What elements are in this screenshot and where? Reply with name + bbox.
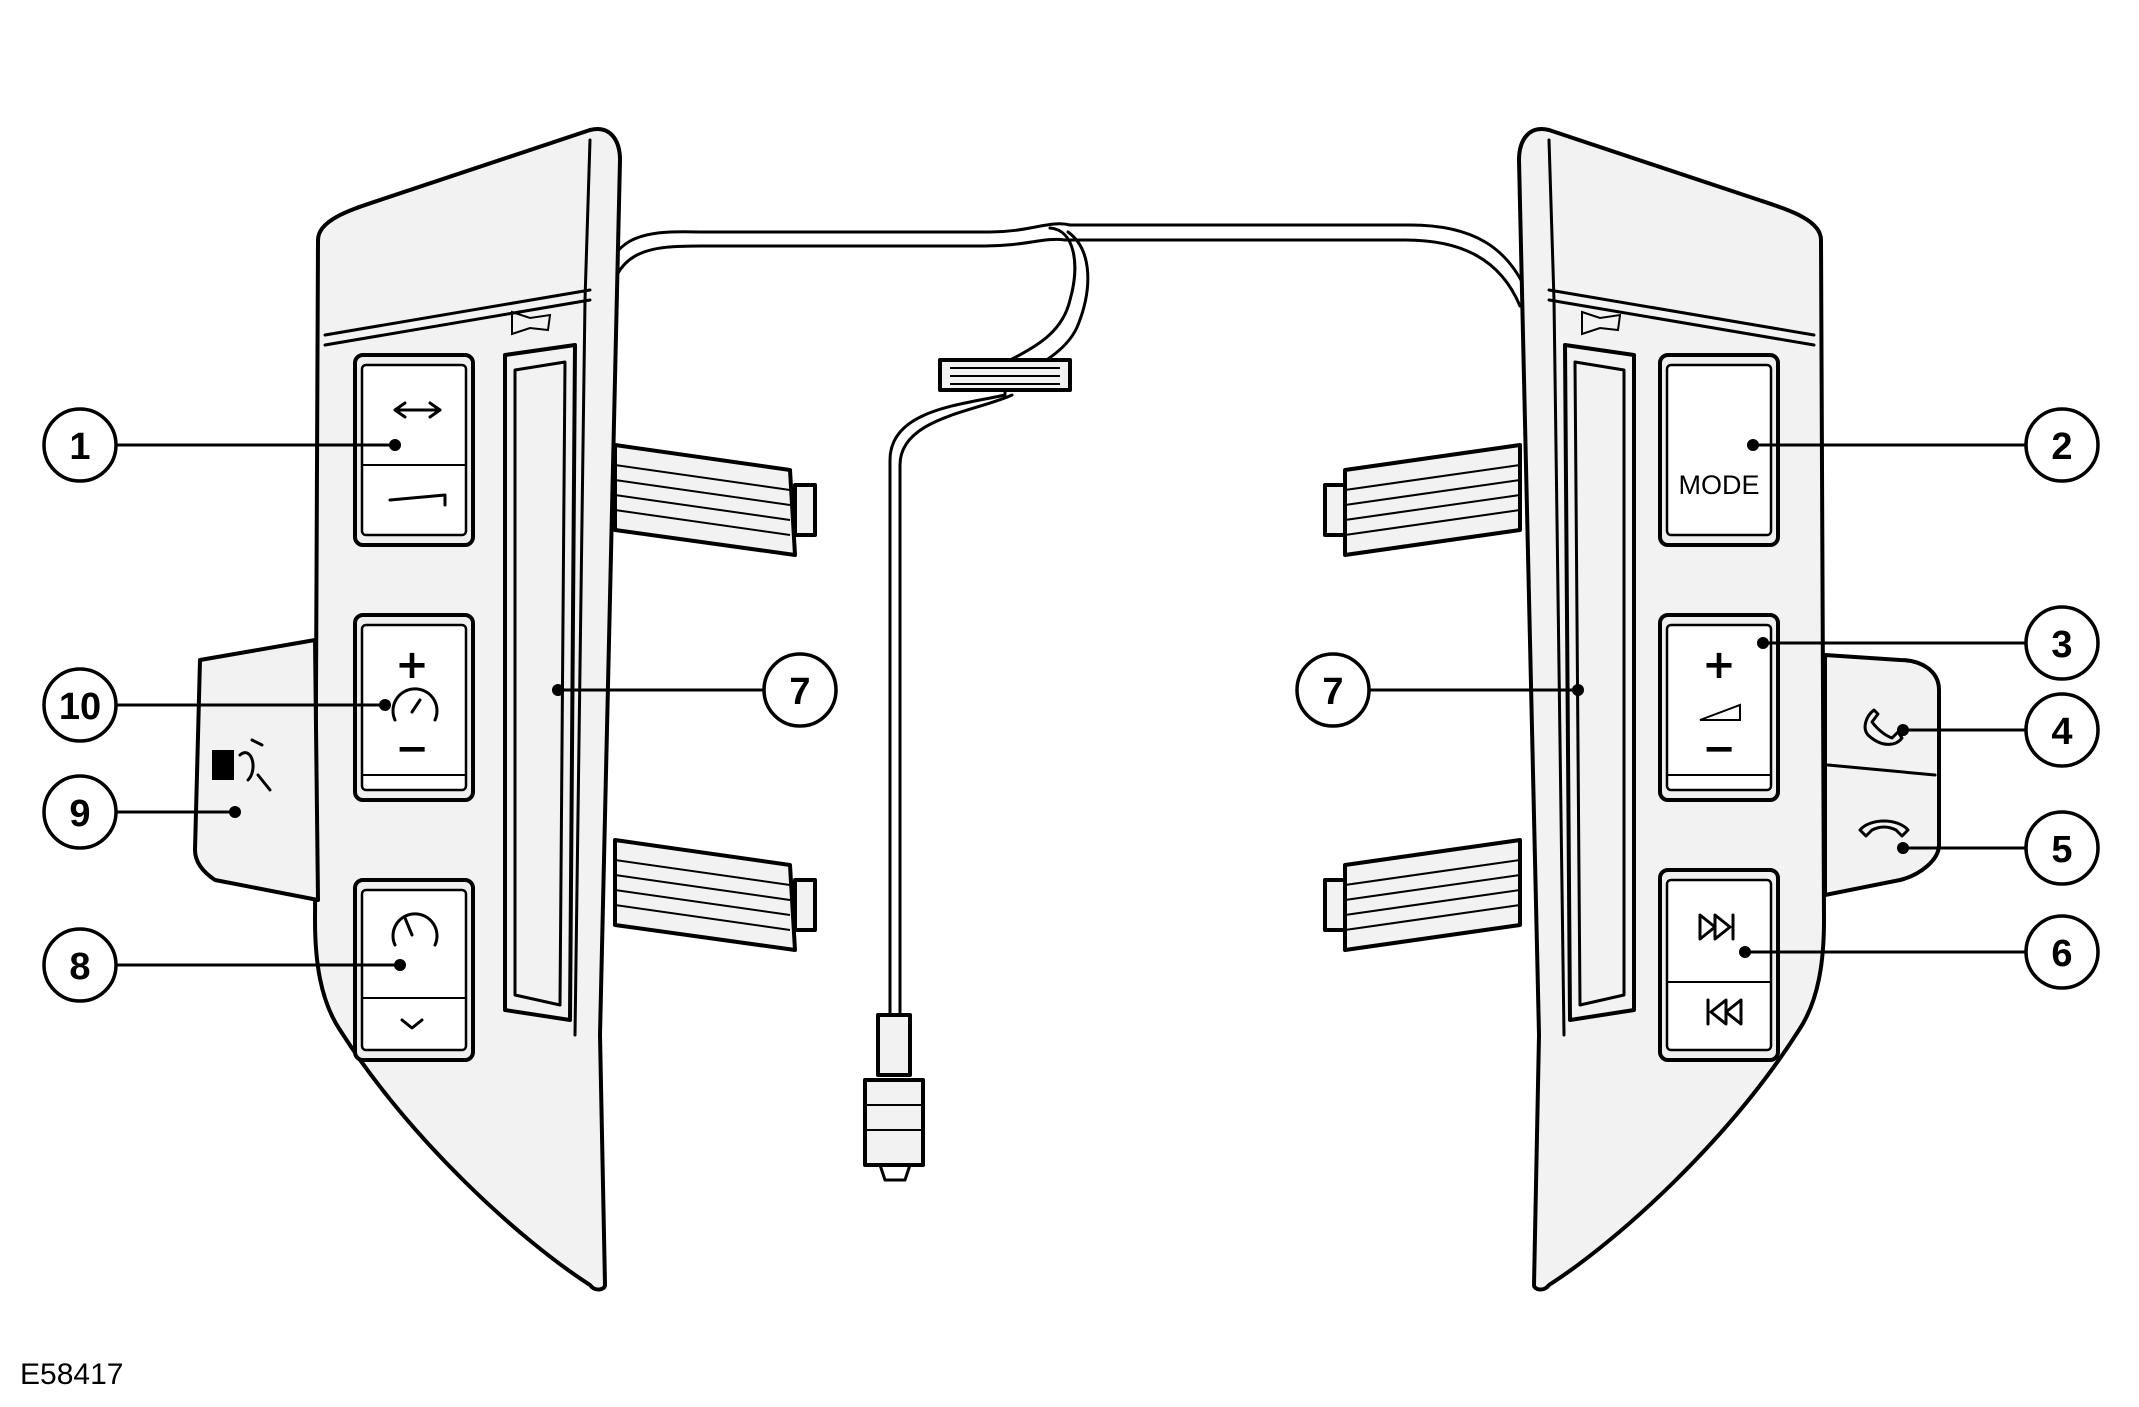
callout-5: 5	[1897, 810, 2100, 886]
left-horn-icon	[511, 310, 552, 336]
ground-lead-terminal	[876, 1013, 912, 1077]
right-button-volume[interactable]: + −	[1658, 613, 1780, 802]
left-grip-rail	[503, 343, 577, 1022]
svg-text:7: 7	[789, 671, 810, 713]
lead-connector	[863, 1078, 925, 1167]
left-lower-clip	[613, 838, 817, 952]
phone-answer-icon[interactable]	[1863, 708, 1904, 746]
plus-icon: +	[395, 642, 429, 688]
svg-text:10: 10	[59, 686, 101, 728]
callout-10: 10	[42, 667, 391, 743]
callout-6: 6	[1739, 914, 2100, 990]
voice-control-icon[interactable]	[212, 738, 272, 792]
callout-2: 2	[1747, 407, 2100, 483]
resume-speed-icon	[391, 912, 439, 947]
svg-text:4: 4	[2051, 711, 2072, 753]
right-side-panel	[1823, 653, 1941, 897]
figure-id: E58417	[20, 1358, 124, 1391]
right-grip-rail	[1563, 343, 1636, 1022]
svg-text:3: 3	[2051, 624, 2072, 666]
speedometer-icon	[391, 687, 439, 722]
svg-text:6: 6	[2051, 933, 2072, 975]
left-upper-clip	[613, 443, 817, 557]
svg-text:2: 2	[2051, 426, 2072, 468]
callout-9: 9	[42, 774, 241, 850]
right-upper-clip	[1323, 443, 1522, 557]
left-button-acc-gap[interactable]	[353, 353, 475, 547]
chevron-down-icon	[400, 1018, 424, 1030]
svg-text:9: 9	[69, 793, 90, 835]
callout-7-left: 7	[552, 652, 838, 728]
wiring-harness	[598, 222, 1532, 1182]
left-button-set-speed[interactable]: + −	[353, 613, 475, 802]
minus-icon: −	[395, 726, 429, 772]
seek-back-icon	[1706, 998, 1743, 1026]
callout-3: 3	[1757, 605, 2100, 681]
callout-7-right: 7	[1295, 652, 1584, 728]
svg-text:5: 5	[2051, 829, 2072, 871]
seek-forward-icon	[1698, 913, 1735, 941]
right-lower-clip	[1323, 838, 1522, 952]
svg-text:8: 8	[69, 946, 90, 988]
callout-4: 4	[1897, 692, 2100, 768]
right-button-seek[interactable]	[1658, 868, 1780, 1062]
callout-1: 1	[42, 407, 401, 483]
plus-icon: +	[1702, 642, 1736, 688]
left-switch-pack: + −	[193, 127, 817, 1292]
minus-icon: −	[1702, 726, 1736, 772]
right-button-mode[interactable]: MODE	[1658, 353, 1780, 547]
right-switch-pack: MODE + −	[1323, 127, 1941, 1292]
svg-text:7: 7	[1322, 671, 1343, 713]
left-button-resume-cancel[interactable]	[353, 878, 475, 1062]
mode-button-label: MODE	[1679, 470, 1760, 500]
phone-end-icon[interactable]	[1858, 819, 1910, 838]
svg-text:1: 1	[69, 426, 90, 468]
callout-8: 8	[42, 927, 406, 1003]
volume-wedge-icon	[1699, 703, 1741, 721]
right-horn-icon	[1581, 310, 1622, 336]
